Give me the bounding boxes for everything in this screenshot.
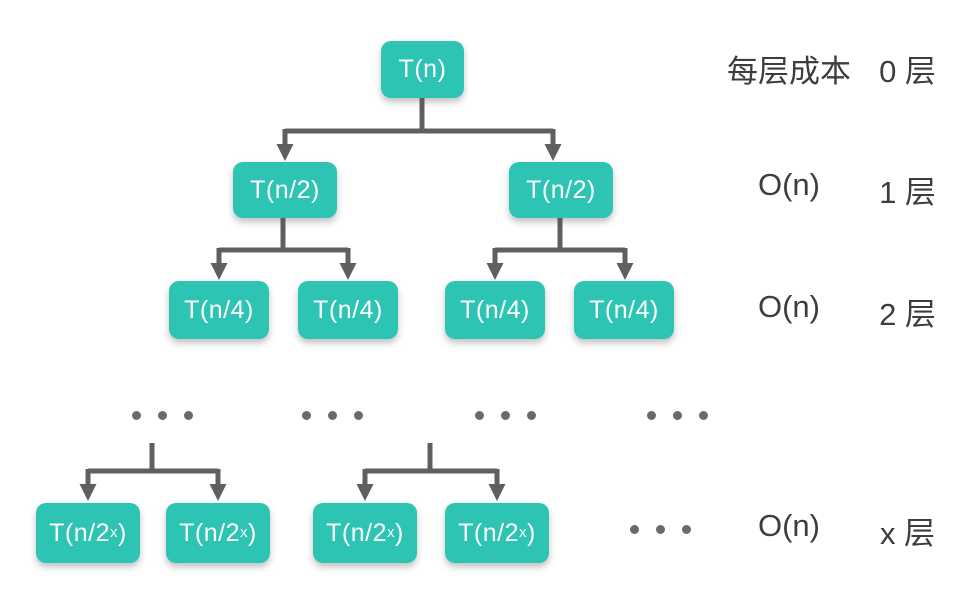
legend-row-level-0: 每层成本 0 层 <box>700 46 970 90</box>
legend-cost-header: 每层成本 <box>727 54 851 89</box>
xfrac-suffix: ) <box>248 518 257 547</box>
xfrac-suffix: ) <box>527 518 536 547</box>
dot <box>527 411 536 420</box>
ellipsis-dots-2 <box>302 411 363 420</box>
dot <box>673 411 682 420</box>
legend-cost-2: O(n) <box>758 289 820 324</box>
tree-node-root: T(n) <box>381 41 464 98</box>
xfrac-suffix: ) <box>395 518 404 547</box>
legend-level-0: 0 层 <box>879 54 936 89</box>
dot <box>328 411 337 420</box>
dot <box>475 411 484 420</box>
dot <box>647 411 656 420</box>
legend-level-2: 2 层 <box>879 297 936 332</box>
dot <box>682 525 691 534</box>
legend-row-level-2: O(n) 2 层 <box>700 289 970 333</box>
ellipsis-dots-3 <box>475 411 536 420</box>
dot <box>184 411 193 420</box>
legend-level-1: 1 层 <box>879 175 936 210</box>
ellipsis-dots-1 <box>132 411 193 420</box>
tree-node-quarter-2: T(n/4) <box>298 281 398 339</box>
dot <box>699 411 708 420</box>
legend-level-x: x 层 <box>879 516 936 551</box>
ellipsis-dots-bottom <box>630 525 691 534</box>
dot <box>132 411 141 420</box>
xfrac-suffix: ) <box>118 518 127 547</box>
tree-node-quarter-4: T(n/4) <box>574 281 674 339</box>
ellipsis-dots-4 <box>647 411 708 420</box>
dot <box>501 411 510 420</box>
tree-node-half-left: T(n/2) <box>233 162 337 218</box>
xfrac-prefix: T(n/2 <box>179 518 241 547</box>
tree-node-quarter-3: T(n/4) <box>445 281 545 339</box>
xfrac-prefix: T(n/2 <box>326 518 388 547</box>
xfrac-prefix: T(n/2 <box>49 518 111 547</box>
tree-node-quarter-1: T(n/4) <box>169 281 269 339</box>
legend-cost-x: O(n) <box>758 508 820 543</box>
legend-row-level-x: O(n) x 层 <box>700 508 970 552</box>
dot <box>354 411 363 420</box>
dot <box>158 411 167 420</box>
legend-row-level-1: O(n) 1 层 <box>700 167 970 211</box>
dot <box>302 411 311 420</box>
tree-node-half-right: T(n/2) <box>509 162 613 218</box>
legend-cost-1: O(n) <box>758 167 820 202</box>
xfrac-prefix: T(n/2 <box>458 518 520 547</box>
dot <box>630 525 639 534</box>
dot <box>656 525 665 534</box>
